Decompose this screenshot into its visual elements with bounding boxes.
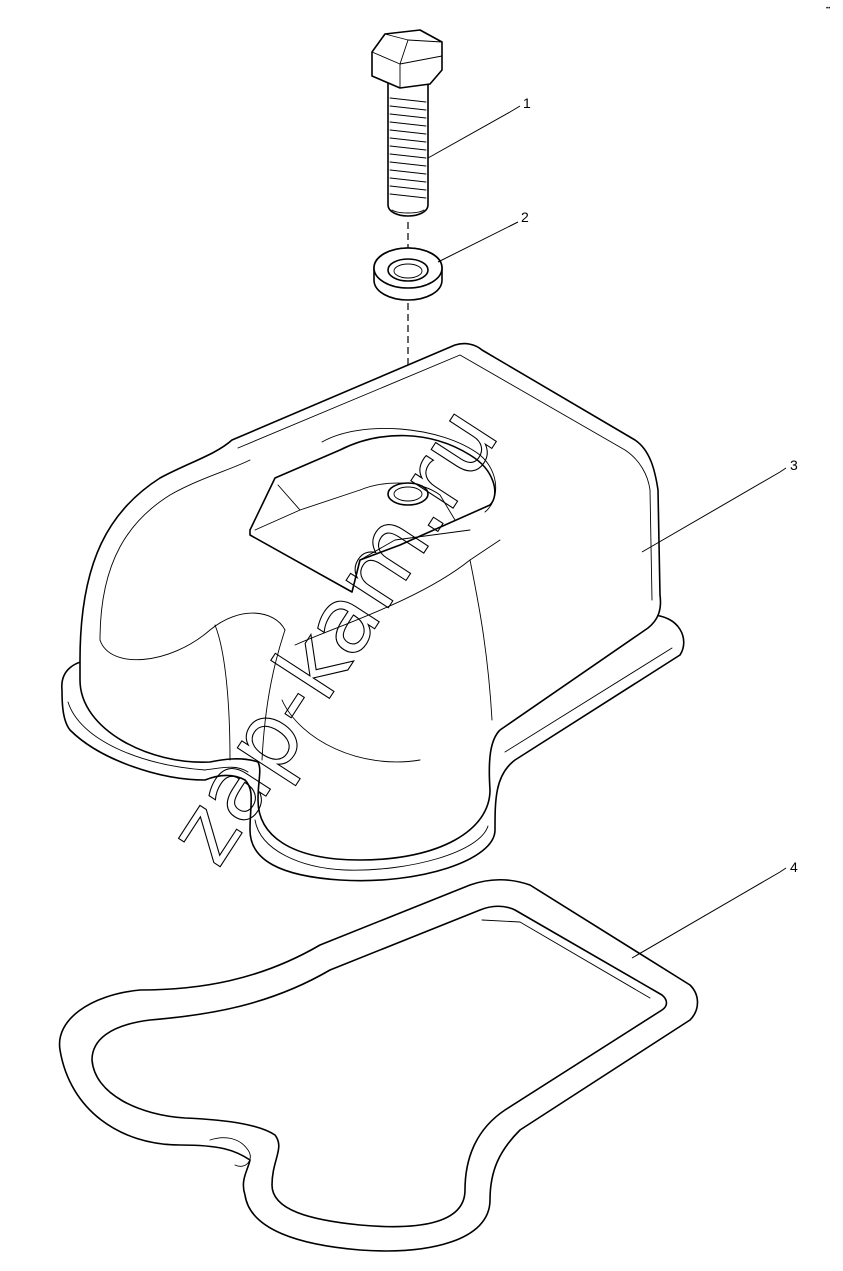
callout-3: 3 (641, 457, 798, 553)
callout-2-label: 2 (521, 209, 529, 225)
bolt-hex-head (371, 29, 443, 89)
bolt-threads (389, 97, 427, 199)
cover-bolt-boss (249, 434, 496, 593)
cover-bolt-hole (387, 482, 429, 506)
gasket-inner-opening (91, 905, 668, 1228)
cover (61, 342, 685, 882)
cover-body (79, 342, 662, 861)
callout-4-label: 4 (790, 859, 798, 875)
gasket (58, 878, 699, 1252)
callout-1-label: 1 (523, 95, 531, 111)
washer (373, 247, 443, 301)
callout-1: 1 (427, 95, 531, 159)
callout-2: 2 (437, 209, 529, 263)
bolt (371, 29, 443, 217)
corner-mark: •• (826, 6, 830, 12)
callout-3-label: 3 (790, 457, 798, 473)
callout-4: 4 (631, 859, 798, 959)
